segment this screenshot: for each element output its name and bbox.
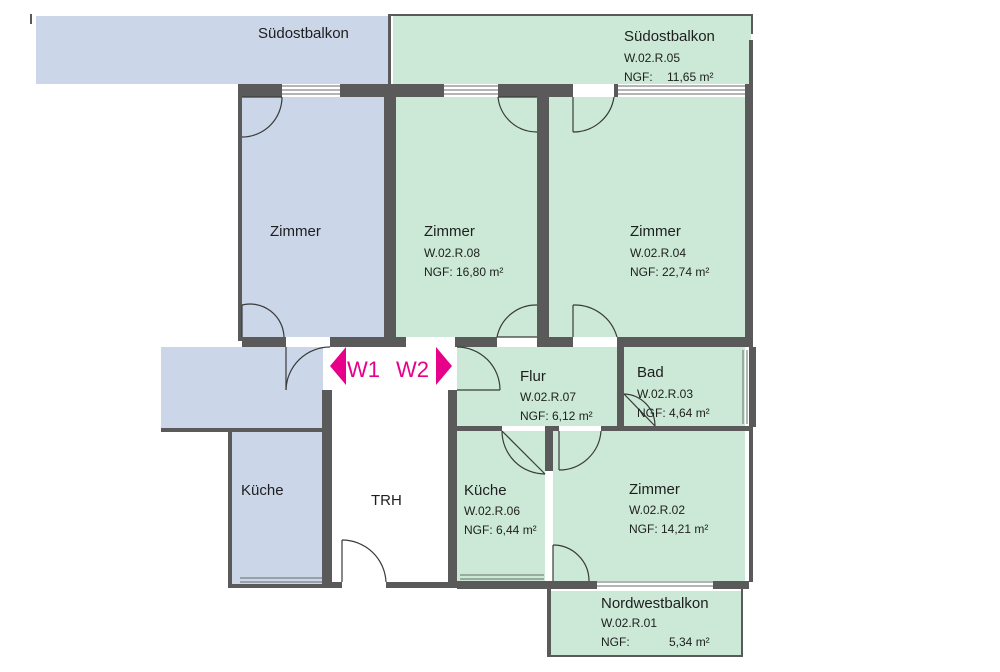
- w2-balcony-nw-name: Nordwestbalkon: [601, 595, 709, 612]
- w1-room-name: Zimmer: [270, 223, 321, 240]
- window: [742, 350, 748, 424]
- w2-balcony-se-id: W.02.R.05: [624, 51, 680, 65]
- door-swing: [456, 346, 501, 391]
- w2-kitchen-id: W.02.R.06: [464, 504, 520, 518]
- w2-room-04-ngf: NGF: 22,74 m²: [630, 265, 709, 279]
- doors: [241, 96, 656, 583]
- door-swing: [241, 96, 283, 138]
- w2-hall-area: [457, 347, 617, 426]
- w2-balcony-se-area: 11,65 m²: [667, 70, 713, 84]
- w2-room-08-area: [396, 97, 537, 337]
- marker-w2: W2: [396, 357, 429, 382]
- window: [240, 577, 322, 583]
- window: [444, 85, 498, 95]
- w2-balcony-se-ngf-label: NGF:: [624, 70, 653, 84]
- door-swing: [623, 393, 656, 427]
- door-swing: [552, 544, 590, 582]
- w2-room-08-ngf: NGF: 16,80 m²: [424, 265, 503, 279]
- w2-bath-name: Bad: [637, 364, 664, 381]
- w2-southeast-balcony-area: [393, 16, 751, 84]
- door-swing: [572, 304, 618, 338]
- w2-room-02-id: W.02.R.02: [629, 503, 685, 517]
- arrow-left-icon: [330, 347, 346, 385]
- door-swing: [496, 304, 538, 338]
- w2-room-04-name: Zimmer: [630, 223, 681, 240]
- w2-room-02-name: Zimmer: [629, 481, 680, 498]
- w2-kitchen-area: [457, 431, 545, 581]
- w2-bath-id: W.02.R.03: [637, 387, 693, 401]
- w1-hall-area: [161, 347, 323, 430]
- w2-kitchen-ngf: NGF: 6,44 m²: [464, 523, 537, 537]
- door-swing: [341, 539, 387, 583]
- apartment-markers: W1 W2: [330, 347, 452, 385]
- labels-w1: Südostbalkon Zimmer Küche TRH: [241, 25, 402, 509]
- w1-balcony-name: Südostbalkon: [258, 25, 349, 42]
- w2-hall-id: W.02.R.07: [520, 390, 576, 404]
- w2-room-04-area: [549, 97, 745, 337]
- w2-room-08-id: W.02.R.08: [424, 246, 480, 260]
- w2-balcony-nw-id: W.02.R.01: [601, 616, 657, 630]
- windows: [240, 85, 748, 587]
- stairwell: [332, 347, 448, 583]
- window: [618, 85, 745, 95]
- window: [282, 85, 340, 95]
- stairwell-name: TRH: [371, 492, 402, 509]
- w2-northwest-balcony-area: [551, 591, 741, 655]
- w2-room-02-ngf: NGF: 14,21 m²: [629, 522, 708, 536]
- door-swing: [241, 303, 285, 338]
- unit-w1-rooms: [36, 16, 388, 584]
- walls: [30, 14, 756, 657]
- w1-kitchen-name: Küche: [241, 482, 284, 499]
- window: [597, 581, 713, 587]
- w2-balcony-nw-area: 5,34 m²: [669, 635, 710, 649]
- door-swing: [497, 96, 538, 133]
- window: [460, 574, 544, 580]
- w2-room-08-name: Zimmer: [424, 223, 475, 240]
- door-swing: [572, 96, 615, 133]
- w2-balcony-nw-ngf-label: NGF:: [601, 635, 630, 649]
- w2-room-04-id: W.02.R.04: [630, 246, 686, 260]
- w1-room-area: [242, 97, 384, 337]
- w1-kitchen-area: [232, 432, 322, 584]
- door-swing: [285, 346, 331, 391]
- unit-w2-rooms: [393, 16, 751, 655]
- arrow-right-icon: [436, 347, 452, 385]
- w2-bath-area: [624, 347, 745, 426]
- w2-room-02-area: [553, 431, 745, 581]
- labels-w2: Südostbalkon W.02.R.05 NGF: 11,65 m² Zim…: [424, 28, 715, 649]
- w2-balcony-se-name: Südostbalkon: [624, 28, 715, 45]
- stairwell-area: [332, 347, 448, 583]
- door-swing: [501, 430, 546, 475]
- marker-w1: W1: [347, 357, 380, 382]
- w2-kitchen-name: Küche: [464, 482, 507, 499]
- w2-hall-name: Flur: [520, 368, 546, 385]
- w2-bath-ngf: NGF: 4,64 m²: [637, 406, 710, 420]
- door-swing: [558, 430, 602, 471]
- w2-hall-ngf: NGF: 6,12 m²: [520, 409, 593, 423]
- w1-southeast-balcony-area: [36, 16, 388, 84]
